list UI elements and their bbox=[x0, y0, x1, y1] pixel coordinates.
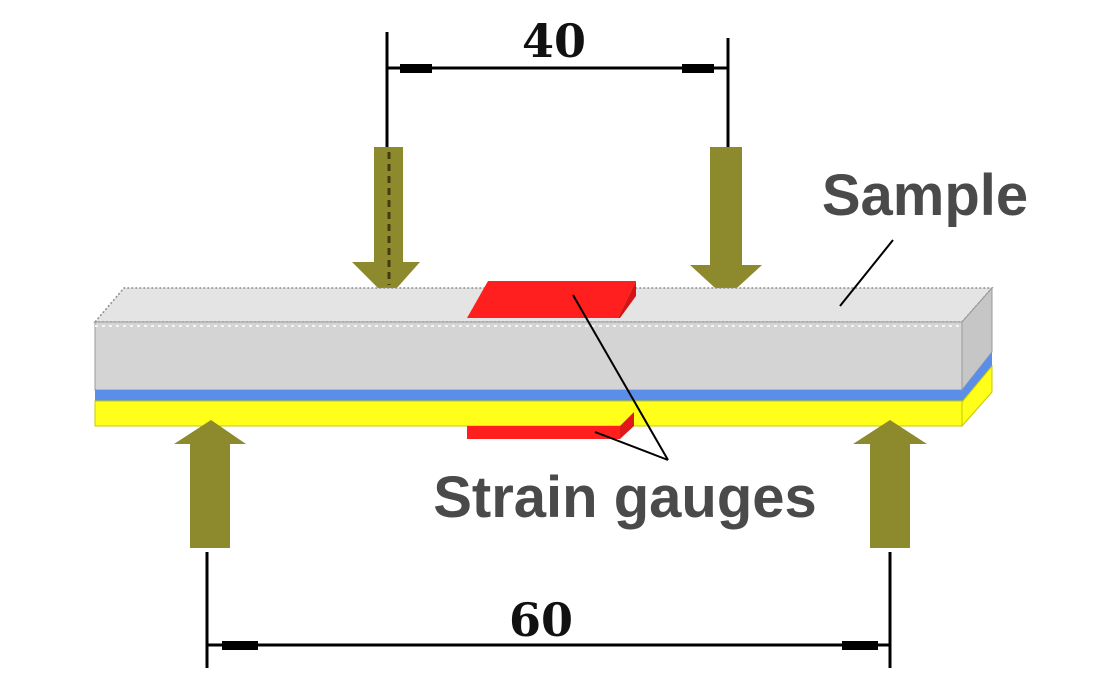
sample-leader-line bbox=[839, 239, 894, 307]
load-arrow-right bbox=[690, 147, 762, 298]
beam-front-face bbox=[94, 321, 963, 391]
top-dimension: 40 bbox=[385, 14, 730, 155]
top-dimension-tick-right bbox=[682, 64, 714, 73]
strain-gauge-top bbox=[467, 281, 636, 318]
beam-blue-layer bbox=[95, 390, 962, 401]
beam-yellow-layer bbox=[94, 400, 963, 427]
beam-side-blue bbox=[962, 352, 992, 402]
gauge-leader-line-bottom bbox=[594, 431, 669, 461]
sample-beam bbox=[93, 286, 994, 428]
bottom-dimension-tick-left bbox=[222, 641, 258, 650]
strain-gauge-bottom bbox=[467, 412, 634, 439]
bottom-dimension-tick-right bbox=[842, 641, 878, 650]
bottom-dimension-value: 60 bbox=[509, 593, 573, 647]
load-arrow-left bbox=[352, 147, 420, 298]
support-arrow-right bbox=[853, 420, 927, 548]
strain-gauges-label: Strain gauges bbox=[433, 465, 817, 530]
sample-label: Sample bbox=[822, 163, 1028, 228]
support-arrow-left bbox=[174, 420, 246, 548]
top-dimension-value: 40 bbox=[522, 14, 586, 68]
bottom-dimension: 60 bbox=[205, 552, 892, 668]
top-dimension-tick-left bbox=[400, 64, 432, 73]
gauge-leader-line-top bbox=[572, 294, 669, 461]
